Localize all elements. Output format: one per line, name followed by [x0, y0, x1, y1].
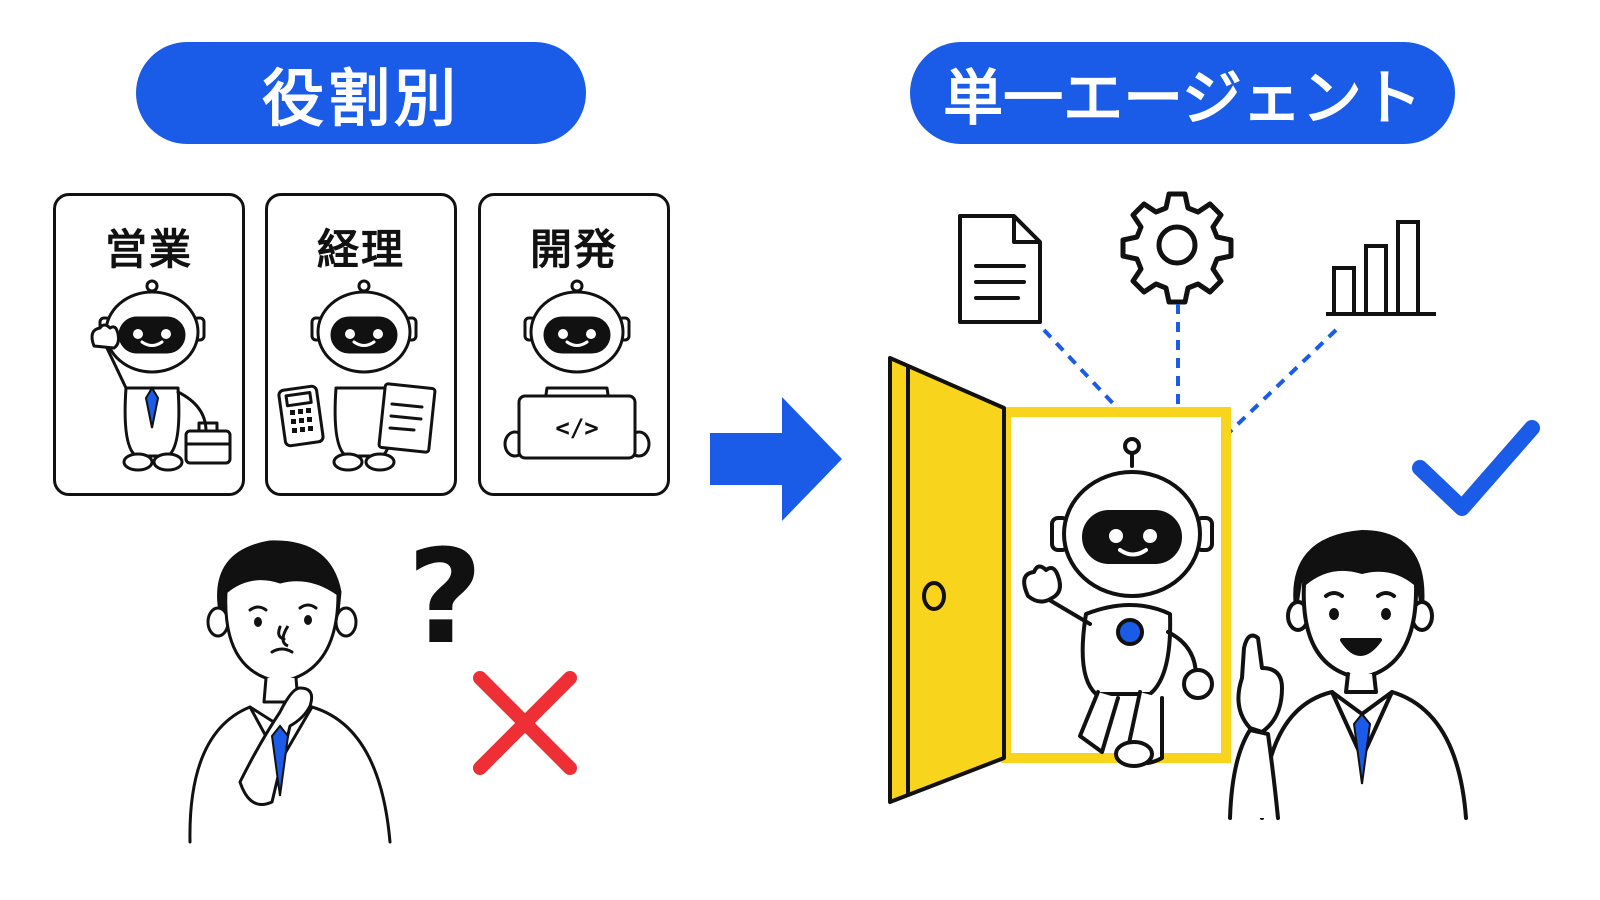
agent-robot-icon: [1022, 437, 1214, 768]
accounting-agent-card: 経理: [265, 193, 457, 496]
gear-icon: [1120, 191, 1234, 305]
sales-card-label: 営業: [104, 225, 193, 274]
code-icon-text: </>: [555, 414, 598, 442]
role-based-title: 役割別: [136, 42, 586, 144]
single-agent-title: 単一エージェント: [910, 42, 1455, 144]
question-mark-icon: ?: [407, 521, 482, 673]
sales-robot-icon: [90, 279, 232, 472]
development-card-label: 開発: [529, 225, 618, 274]
checkmark-icon: [1412, 420, 1540, 516]
happy-man-illustration: [1228, 530, 1468, 820]
document-icon: [958, 214, 1042, 324]
cross-icon: [473, 671, 577, 775]
development-agent-card: 開発 </>: [478, 193, 670, 496]
accounting-robot-icon: [277, 279, 437, 472]
confused-man-illustration: [188, 540, 392, 844]
bar-chart-icon: [1326, 220, 1436, 316]
sales-agent-card: 営業: [53, 193, 245, 496]
right-arrow-icon: [710, 397, 842, 521]
developer-robot-icon: </>: [503, 279, 651, 460]
question-mark-text: ?: [407, 521, 482, 673]
accounting-card-label: 経理: [316, 225, 405, 274]
